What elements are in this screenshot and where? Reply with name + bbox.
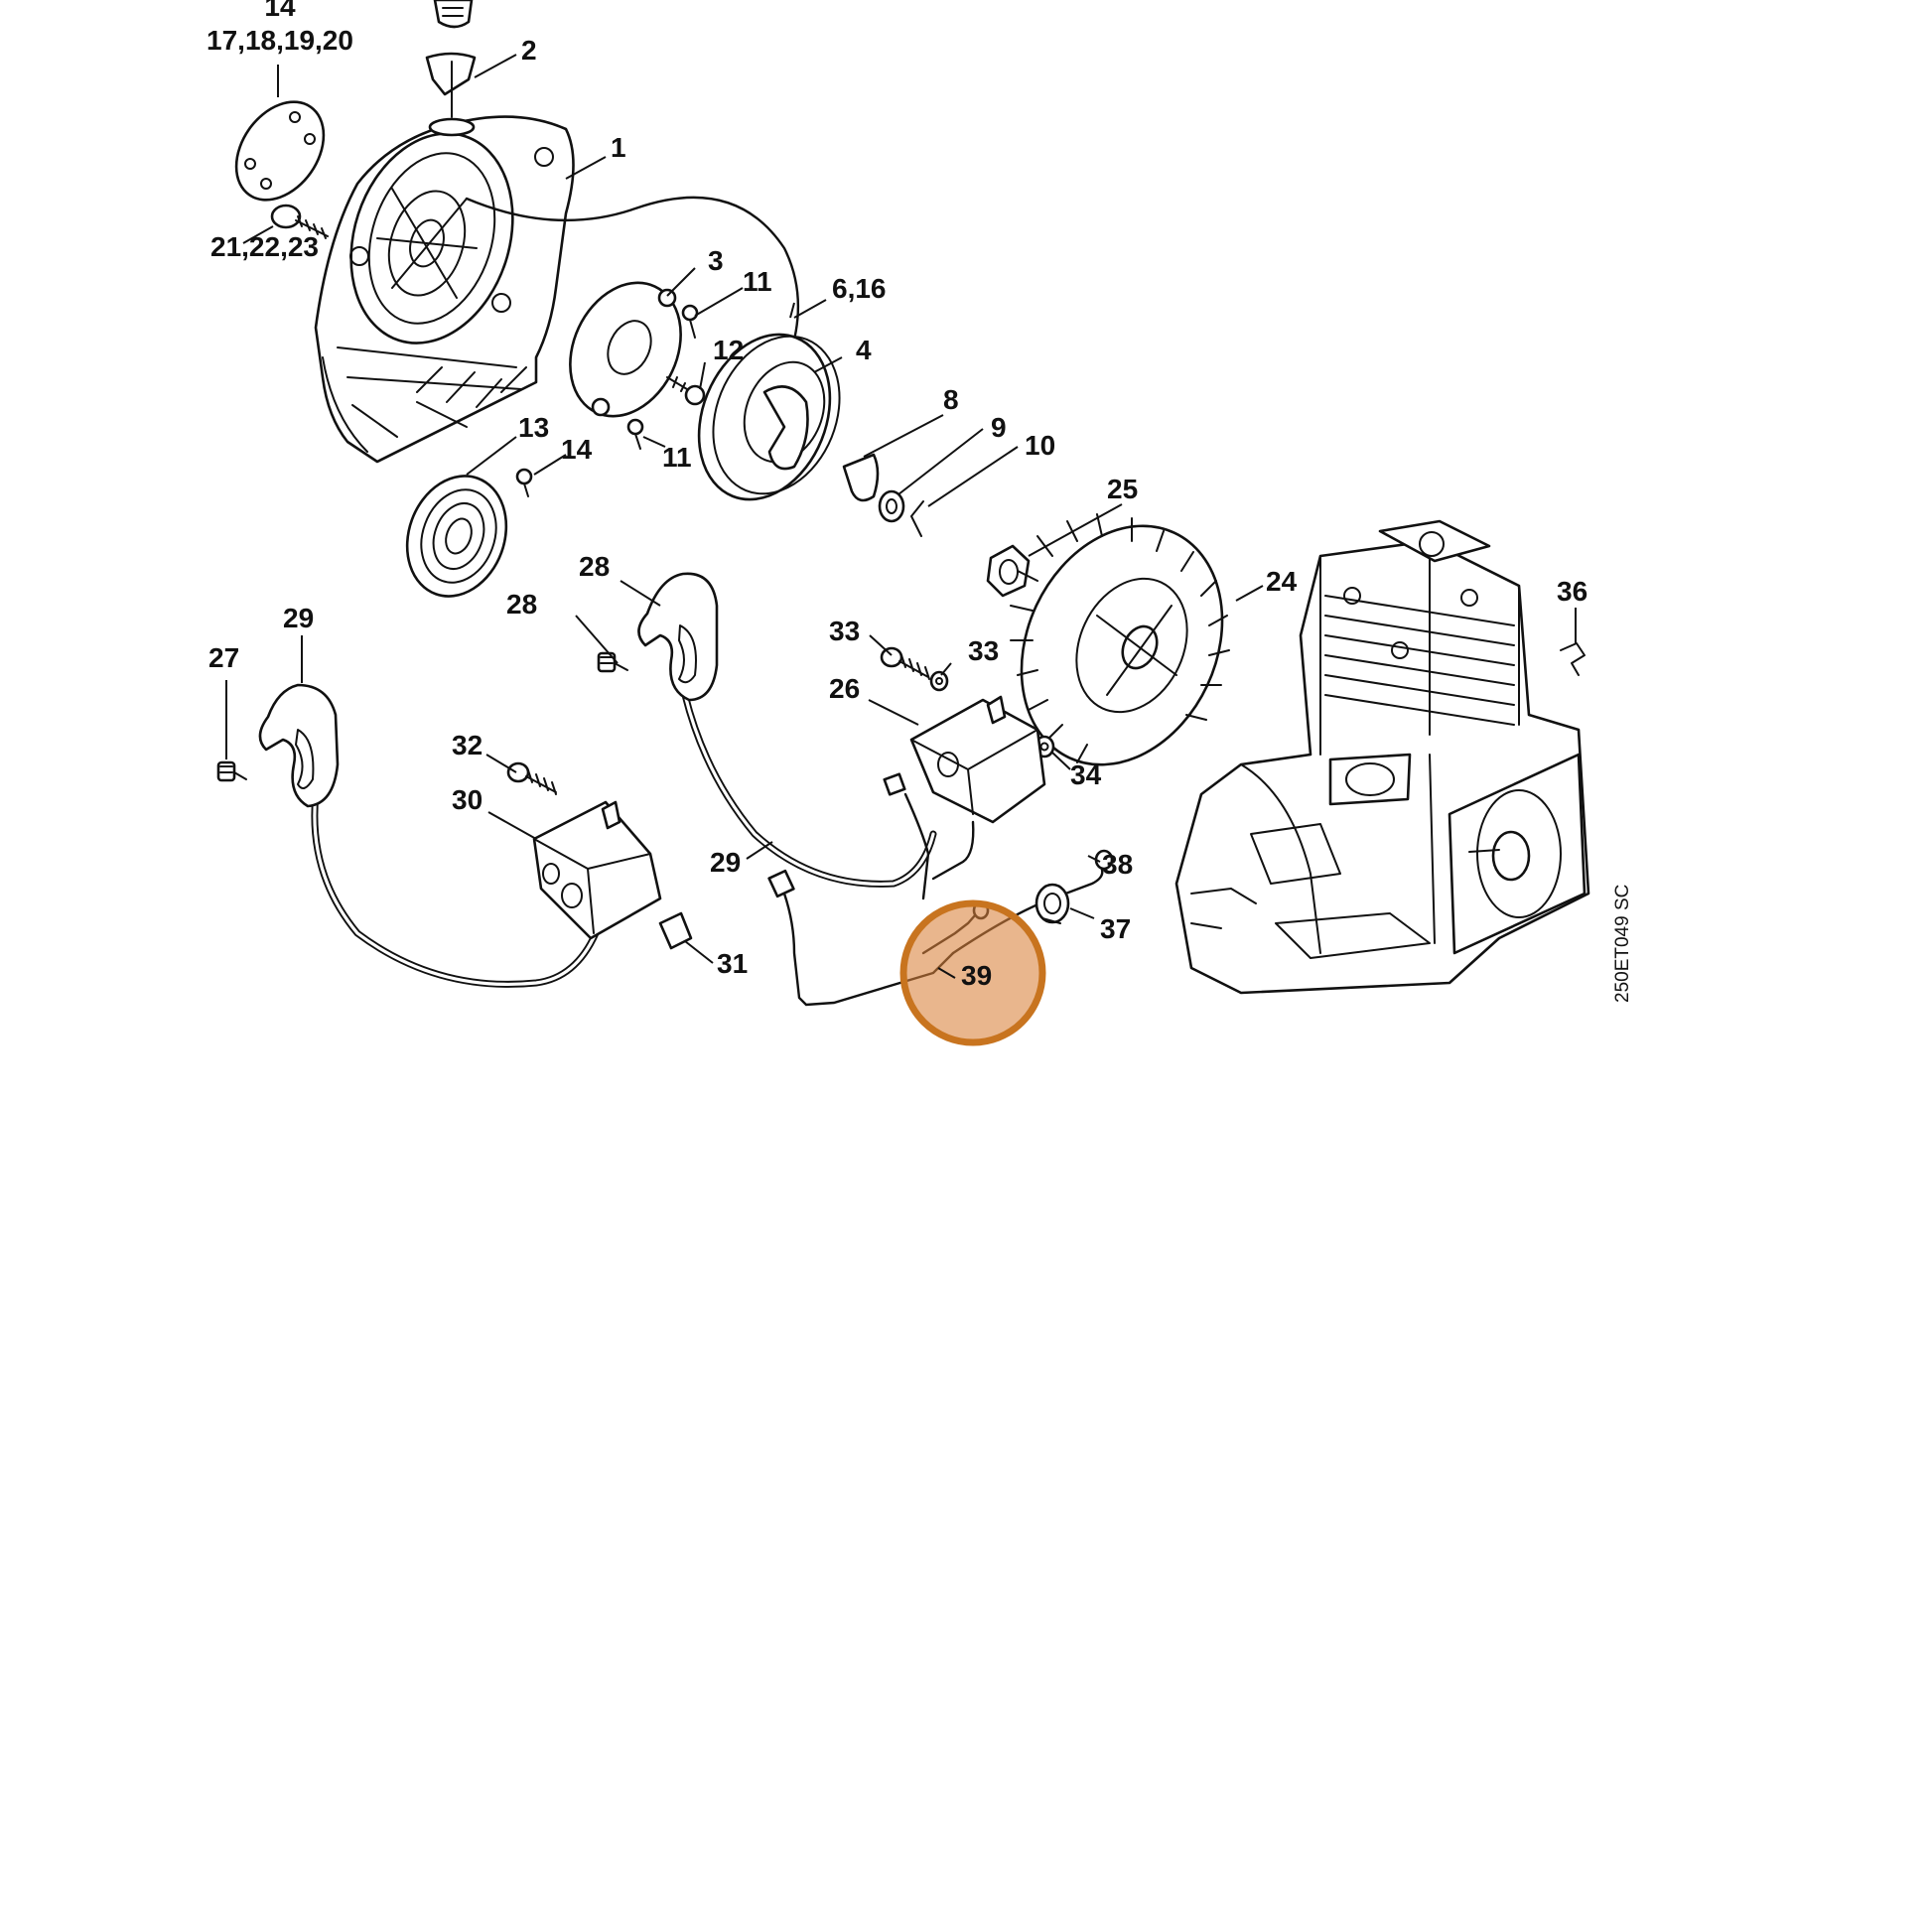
label-3: 3 [708, 245, 724, 276]
screw-14[interactable] [515, 468, 533, 497]
starter-grip[interactable] [425, 0, 477, 137]
label-27: 26 [829, 673, 860, 704]
engine-crankcase [1174, 519, 1590, 995]
flywheel-nut[interactable] [986, 544, 1031, 598]
screw-33-left[interactable] [506, 761, 557, 795]
clip-36[interactable] [1560, 642, 1586, 676]
label-28-left: 27 [208, 642, 239, 673]
drawing-code: 250ET049 SC [1612, 885, 1633, 1003]
label-6-16: 6,16 [832, 273, 887, 304]
label-29-left: 29 [283, 603, 314, 633]
washer-34[interactable] [929, 670, 949, 692]
part-32[interactable] [658, 911, 693, 950]
label-12: 12 [713, 335, 744, 365]
washer-9[interactable] [878, 489, 905, 523]
label-9: 9 [991, 412, 1007, 443]
set-screw-28-left[interactable] [216, 760, 247, 782]
label-10: 10 [1025, 430, 1055, 461]
label-1: 1 [611, 132, 626, 163]
label-4: 4 [856, 335, 872, 365]
pawl[interactable] [842, 453, 880, 502]
label-37: 37 [1100, 913, 1131, 944]
cover-plate[interactable] [218, 85, 342, 216]
screw-24[interactable] [270, 204, 329, 239]
screw-33-right[interactable] [880, 646, 930, 680]
label-26: 25 [1107, 474, 1138, 504]
bearing-plate[interactable] [549, 265, 701, 435]
label-39: 39 [961, 960, 992, 991]
label-2: 2 [521, 35, 537, 66]
screw-11-lower[interactable] [626, 418, 644, 450]
label-38: 38 [1102, 849, 1133, 880]
label-32: 31 [717, 948, 748, 979]
rope-rotor[interactable] [675, 315, 862, 519]
label-24: 21,22,23 [210, 231, 319, 262]
label-29-right: 28 [579, 551, 610, 582]
label-21-22-23: 17,18,19,20 [207, 25, 353, 56]
screw-11-upper[interactable] [681, 304, 699, 339]
grommet-37[interactable] [1035, 883, 1070, 924]
starter-housing[interactable] [314, 112, 575, 464]
callout-labels: 14 17,18,19,20 2 1 21,22,23 3 11 6,16 12… [207, 0, 1633, 1003]
label-31: 30 [452, 784, 483, 815]
label-17-18-19-20: 14 [264, 0, 296, 22]
label-28-right: 28 [506, 589, 537, 620]
label-14: 14 [561, 434, 593, 465]
label-35: 34 [1070, 759, 1102, 790]
leader-lines [225, 54, 1577, 979]
set-screw-28-right[interactable] [597, 651, 628, 673]
label-33-right: 33 [829, 616, 860, 646]
label-8: 8 [943, 384, 959, 415]
label-34: 33 [968, 635, 999, 666]
spring-clip[interactable] [910, 500, 924, 537]
highlight-marker [899, 899, 1046, 1046]
label-36: 36 [1557, 576, 1587, 607]
ignition-module-left[interactable] [532, 800, 662, 940]
label-30: 29 [710, 847, 741, 878]
starter-rope [465, 196, 800, 359]
label-33-left: 32 [452, 730, 483, 760]
label-11-lower: 11 [662, 442, 692, 473]
ignition-module[interactable] [883, 695, 1046, 900]
label-11-upper: 11 [743, 266, 772, 297]
screw-12[interactable] [666, 376, 706, 406]
handle-left[interactable] [258, 683, 600, 988]
label-13: 13 [518, 412, 549, 443]
flywheel[interactable] [984, 493, 1260, 798]
label-25: 24 [1266, 566, 1298, 597]
rewind-spring[interactable] [391, 462, 523, 610]
handle-right[interactable] [637, 572, 937, 888]
